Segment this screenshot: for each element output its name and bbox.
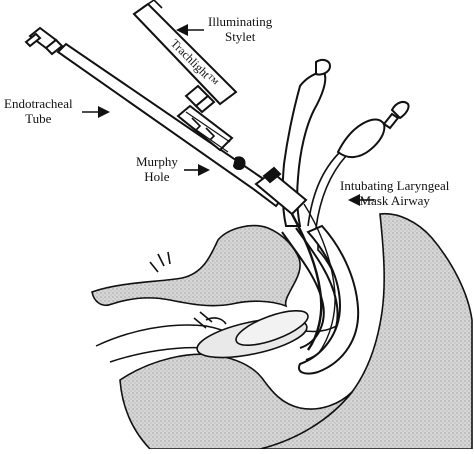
- ilma-mask-cuff: [298, 224, 360, 375]
- stylet-label-line2: Stylet: [224, 29, 256, 44]
- ilma-label-line1: Intubating Laryngeal: [340, 178, 450, 193]
- murphy-hole-label: Murphy Hole: [136, 154, 178, 184]
- click-marks: [149, 251, 171, 273]
- ilma-pilot-balloon: [336, 118, 386, 158]
- tongue-tissue: [91, 224, 301, 308]
- murphy-label-line1: Murphy: [136, 154, 178, 169]
- endotracheal-tube-label: Endotracheal Tube: [4, 96, 73, 126]
- ett-label-line1: Endotracheal: [4, 96, 73, 111]
- ett-label-line2: Tube: [25, 111, 52, 126]
- stylet-brand-label: Trachlight™: [168, 36, 221, 89]
- murphy-hole: [232, 156, 246, 170]
- endotracheal-tube: [24, 26, 336, 355]
- label-arrows: [82, 24, 374, 206]
- murphy-label-line2: Hole: [144, 169, 170, 184]
- ilma-device: [281, 58, 410, 375]
- illuminating-stylet-label: Illuminating Stylet: [208, 14, 272, 44]
- stylet-label-line1: Illuminating: [208, 14, 273, 29]
- ilma-label: Intubating Laryngeal Mask Airway: [340, 178, 449, 208]
- ilma-label-line2: Mask Airway: [359, 193, 430, 208]
- larynx-structures: [193, 309, 309, 359]
- ilma-inflation-line: [307, 151, 341, 227]
